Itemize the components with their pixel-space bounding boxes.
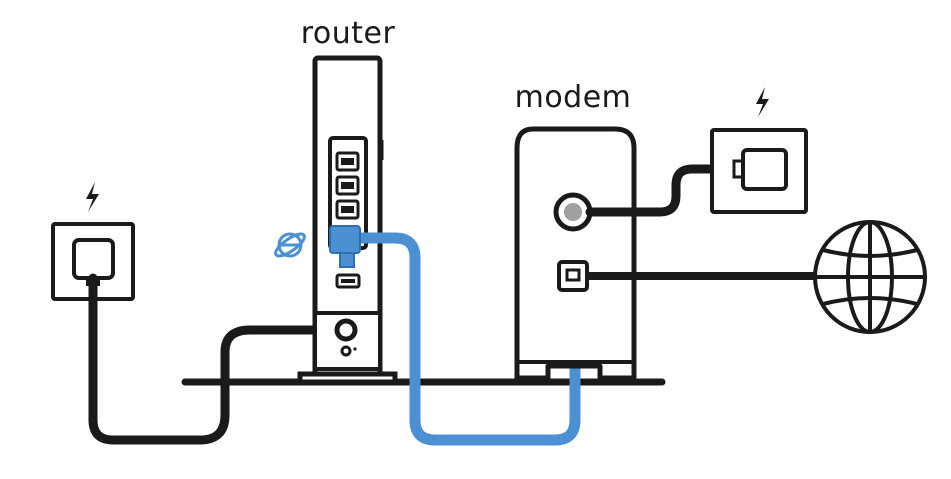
modem-phone-port-inner bbox=[565, 268, 581, 282]
power-cable-router bbox=[88, 273, 350, 445]
router-lan-port bbox=[335, 151, 360, 172]
power-cable-plug bbox=[86, 276, 100, 286]
modem-body bbox=[514, 126, 637, 381]
modem-device: modem bbox=[514, 80, 637, 381]
router-usb-port-inner bbox=[341, 279, 355, 283]
coax-cable bbox=[585, 164, 743, 217]
power-adapter bbox=[72, 238, 115, 280]
router-label: router bbox=[301, 16, 396, 51]
power-outlet-right bbox=[710, 87, 808, 214]
router-device: router bbox=[297, 16, 398, 385]
power-adapter bbox=[741, 148, 788, 191]
router-stand bbox=[297, 371, 398, 385]
modem-coax-center bbox=[564, 203, 582, 221]
modem-label: modem bbox=[515, 80, 632, 115]
lightning-bolt-icon bbox=[86, 182, 99, 212]
router-lan-port bbox=[335, 175, 360, 196]
lightning-bolt-icon bbox=[756, 87, 769, 117]
internet-explorer-icon bbox=[274, 232, 306, 258]
router-led bbox=[353, 347, 357, 351]
globe-icon bbox=[813, 220, 927, 334]
router-lan-port bbox=[335, 199, 360, 220]
router-reset-button bbox=[340, 345, 352, 357]
ethernet-cable bbox=[358, 232, 581, 446]
ethernet-plug-router bbox=[329, 225, 361, 268]
router-power-jack bbox=[334, 318, 358, 342]
